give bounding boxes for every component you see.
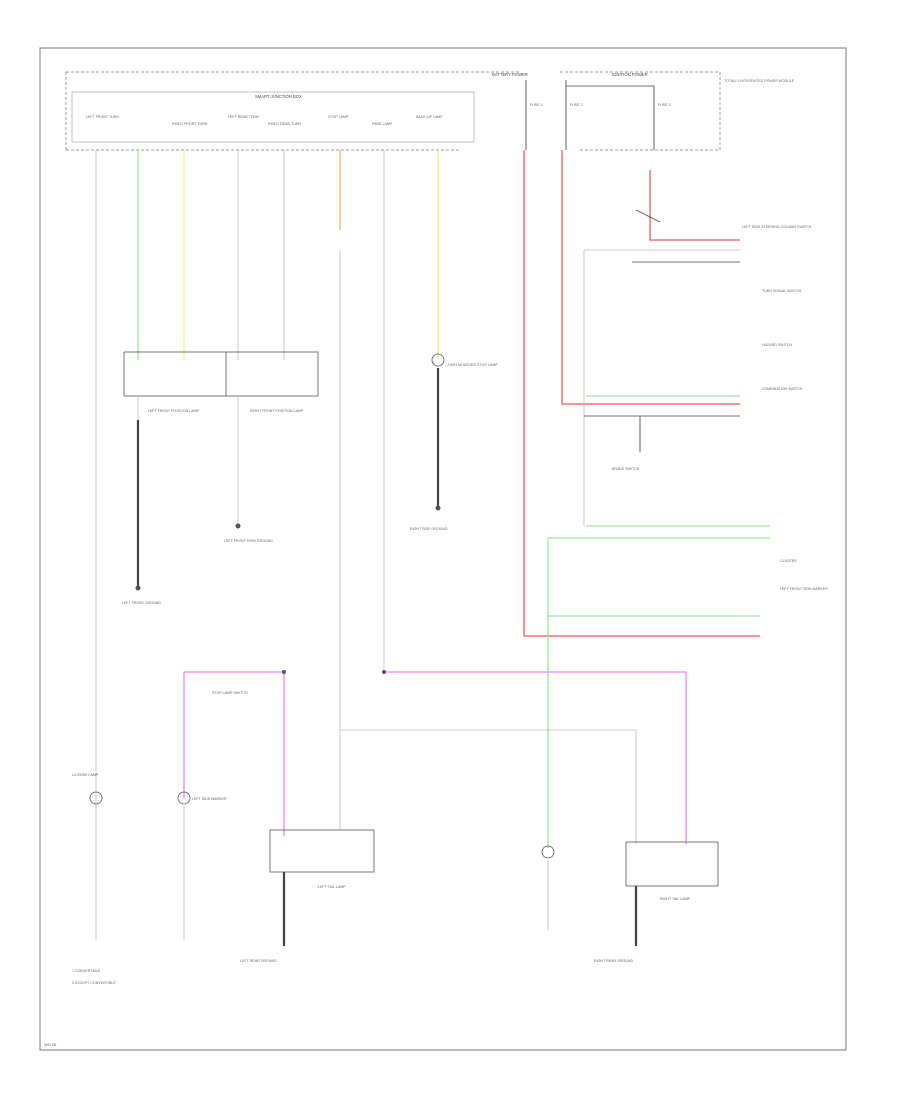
battery-power-label: BATTERY POWER	[492, 72, 528, 77]
combination-switch-label: COMBINATION SWITCH	[762, 387, 803, 391]
switch-contact	[635, 209, 661, 223]
ground-node-2	[235, 523, 241, 529]
ground-node-1	[135, 585, 141, 591]
wire-pink-1	[184, 671, 285, 836]
stop-lamp-switch-label: STOP LAMP SWITCH	[212, 691, 248, 695]
output-label-5: STOP LAMP	[328, 115, 349, 119]
output-label-4: RIGHT REAR TURN	[268, 122, 301, 126]
wire-gray-sw	[583, 249, 740, 526]
right-tail-lamp-label: RIGHT TAIL LAMP	[660, 897, 691, 901]
output-label-1: LEFT FRONT TURN	[86, 115, 119, 119]
left-tail-lamp-label: LEFT TAIL LAMP	[318, 885, 346, 889]
high-mount-stop-lamp	[431, 353, 445, 367]
tipm-label: TOTALLY INTEGRATED POWER MODULE	[724, 79, 795, 83]
wire-dark-2	[584, 415, 740, 452]
wire-red-3	[649, 170, 740, 241]
right-tail-lamp	[625, 841, 719, 887]
left-front-position-label: LEFT FRONT POSITION LAMP	[148, 409, 200, 413]
wire-gray-6	[340, 729, 637, 844]
high-mount-stop-label: HIGH MOUNTED STOP LAMP	[448, 363, 498, 367]
license-lamp-label: LICENSE LAMP	[72, 773, 99, 777]
left-side-marker-label: LEFT SIDE MARKER	[192, 797, 227, 801]
fuse-busbar	[525, 80, 655, 150]
right-front-position-label: RIGHT FRONT POSITION LAMP	[250, 409, 304, 413]
output-label-3: LEFT REAR TURN	[228, 115, 259, 119]
smart-junction-box-outline	[65, 71, 721, 151]
diagram-frame	[39, 47, 847, 1051]
right-side-marker-lamp	[541, 845, 555, 859]
license-lamp	[89, 791, 103, 805]
ground-node-3	[435, 505, 441, 511]
output-label-7: BACK-UP LAMP	[416, 115, 443, 119]
output-label-2: RIGHT FRONT TURN	[172, 122, 208, 126]
smart-junction-box-inner	[71, 91, 475, 143]
ground-label-1: LEFT FRONT GROUND	[122, 601, 161, 605]
ground-label-2: LEFT FRONT ROW GROUND	[224, 539, 273, 543]
wire-red-main	[523, 150, 760, 637]
output-label-6: PARK LAMP	[372, 122, 393, 126]
fuse-2-label: FUSE 2	[570, 103, 583, 107]
splice-pink	[382, 670, 386, 674]
smart-junction-box-label: SMART JUNCTION BOX	[255, 94, 302, 99]
ground-label-4: LEFT REAR GROUND	[240, 959, 277, 963]
ground-label-5: RIGHT REAR GROUND	[594, 959, 633, 963]
wire-green-4	[547, 537, 770, 848]
left-tail-lamp	[269, 829, 375, 873]
brake-switch-label: BRAKE SWITCH	[612, 467, 640, 471]
page-reference: W/D 2B	[44, 1043, 57, 1047]
left-front-side-marker-label: LEFT FRONT SIDE MARKER	[780, 587, 828, 591]
left-front-position-lamp	[123, 351, 319, 397]
junction-box-outputs: LEFT FRONT TURN RIGHT FRONT TURN LEFT RE…	[86, 115, 443, 126]
footnote-1: 1 CONVERTIBLE	[72, 969, 101, 973]
fuse-group: FUSE 1 FUSE 2 FUSE 3	[525, 80, 671, 150]
fuse-3-label: FUSE 3	[658, 103, 671, 107]
cluster-label: CLUSTER	[780, 559, 797, 563]
wire-red-2	[561, 150, 740, 405]
fuse-1-label: FUSE 1	[530, 103, 543, 107]
splice-pink-2	[282, 670, 286, 674]
hazard-switch-label: HAZARD SWITCH	[762, 343, 792, 347]
ignition-power-label: IGNITION POWER	[612, 72, 648, 77]
footnote-2: 2 EXCEPT CONVERTIBLE	[72, 981, 116, 985]
turn-signal-switch-label: TURN SIGNAL SWITCH	[762, 289, 802, 293]
ground-label-3: RIGHT SIDE GROUND	[410, 527, 448, 531]
wire-pink-2	[384, 671, 687, 844]
left-side-marker-lamp	[177, 791, 191, 805]
multifunction-switch-label: LEFT SIDE STEERING COLUMN SWITCH	[742, 225, 812, 229]
